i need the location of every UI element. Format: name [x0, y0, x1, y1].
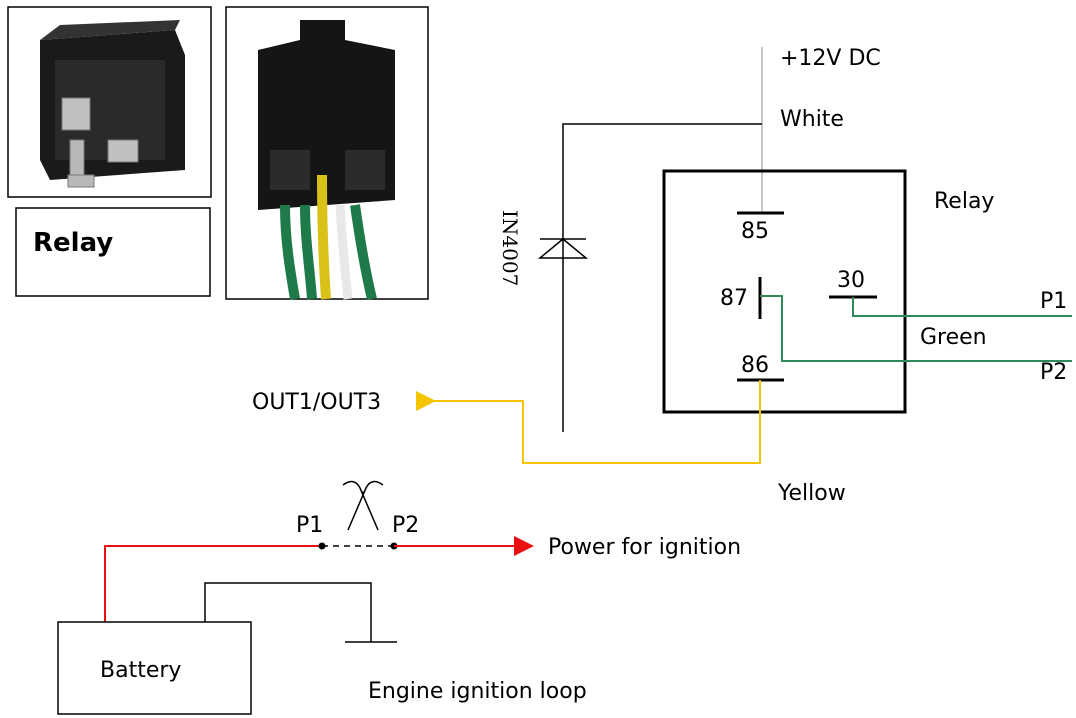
- yellow-label: Yellow: [777, 481, 846, 506]
- ignition-p2-label: P2: [392, 513, 419, 538]
- relay-schematic: Relay 85 87 30 86: [662, 169, 994, 414]
- pin-30-label: 30: [837, 268, 865, 293]
- p1-label: P1: [1040, 289, 1067, 314]
- pin-86-label: 86: [741, 353, 769, 378]
- pin-87-label: 87: [720, 286, 748, 311]
- ignition-circuit: P1 P2 Power for ignition Battery Engine …: [57, 480, 741, 715]
- supply-label: +12V DC: [780, 46, 881, 71]
- relay-caption: Relay: [33, 228, 113, 258]
- out-label: OUT1/OUT3: [252, 390, 381, 415]
- loop-label: Engine ignition loop: [368, 679, 587, 704]
- power-label: Power for ignition: [548, 535, 741, 560]
- diode-label: IN4007: [498, 210, 522, 286]
- battery-label: Battery: [100, 658, 181, 683]
- ignition-p1-label: P1: [296, 513, 323, 538]
- diode-branch: White IN4007: [498, 107, 844, 432]
- relay-title: Relay: [934, 189, 994, 214]
- p2-label: P2: [1040, 360, 1067, 385]
- green-wires: P1 P2 Green: [760, 289, 1072, 385]
- relay-photo: [7, 6, 212, 198]
- green-label: Green: [920, 325, 987, 350]
- relay-socket-photo: [225, 6, 429, 301]
- relay-caption-box: Relay: [15, 207, 211, 297]
- white-label: White: [780, 107, 844, 132]
- yellow-wire: OUT1/OUT3 Yellow: [252, 380, 846, 506]
- pin-85-label: 85: [741, 219, 769, 244]
- white-supply-wire: +12V DC: [761, 46, 881, 213]
